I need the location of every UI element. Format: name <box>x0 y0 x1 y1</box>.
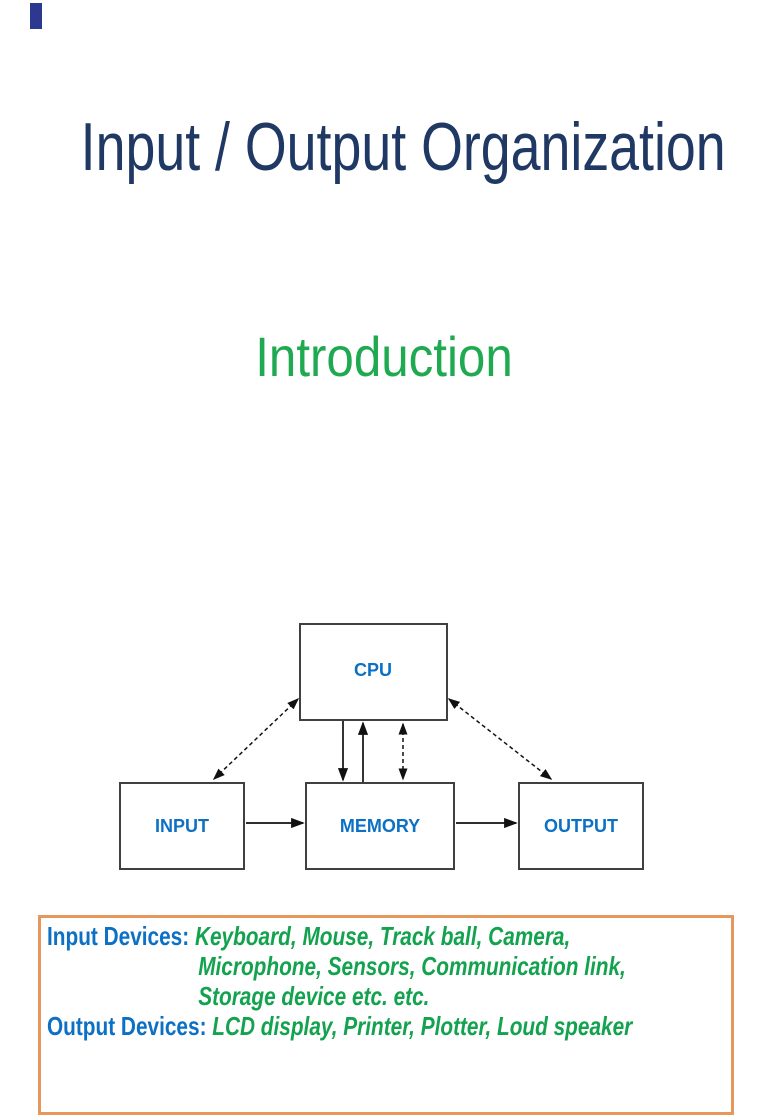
output-devices-line: Output Devices: LCD display, Printer, Pl… <box>47 1011 731 1041</box>
slide-subtitle: Introduction <box>255 325 513 388</box>
input-label: INPUT <box>155 816 209 836</box>
input-devices-line-2: Microphone, Sensors, Communication link, <box>198 951 626 981</box>
output-label: OUTPUT <box>544 816 618 836</box>
memory-label: MEMORY <box>340 816 420 836</box>
page-title: Input / Output Organization <box>80 109 726 185</box>
cpu-box <box>299 623 448 721</box>
input-box <box>119 782 245 870</box>
dashed-arrow-cpu-input <box>212 697 300 781</box>
block-diagram: CPU INPUT MEMORY OUTPUT <box>119 623 644 870</box>
devices-note-text: Input Devices: Keyboard, Mouse, Track ba… <box>47 921 731 1041</box>
output-box <box>518 782 644 870</box>
dashed-arrow-cpu-output <box>447 698 553 780</box>
cpu-label: CPU <box>354 660 392 680</box>
output-devices-label: Output Devices: <box>47 1011 213 1041</box>
devices-note-box: Input Devices: Keyboard, Mouse, Track ba… <box>38 915 734 1115</box>
memory-box <box>305 782 455 870</box>
input-devices-line: Input Devices: Keyboard, Mouse, Track ba… <box>47 921 731 951</box>
text-cursor-marker <box>30 3 42 29</box>
input-devices-line-3: Storage device etc. etc. <box>198 981 430 1011</box>
input-devices-value: Keyboard, Mouse, Track ball, Camera, <box>194 921 571 951</box>
slide-page: Input / Output Organization Introduction… <box>30 3 734 1115</box>
input-devices-label: Input Devices: <box>47 921 195 951</box>
output-devices-value: LCD display, Printer, Plotter, Loud spea… <box>212 1011 633 1041</box>
